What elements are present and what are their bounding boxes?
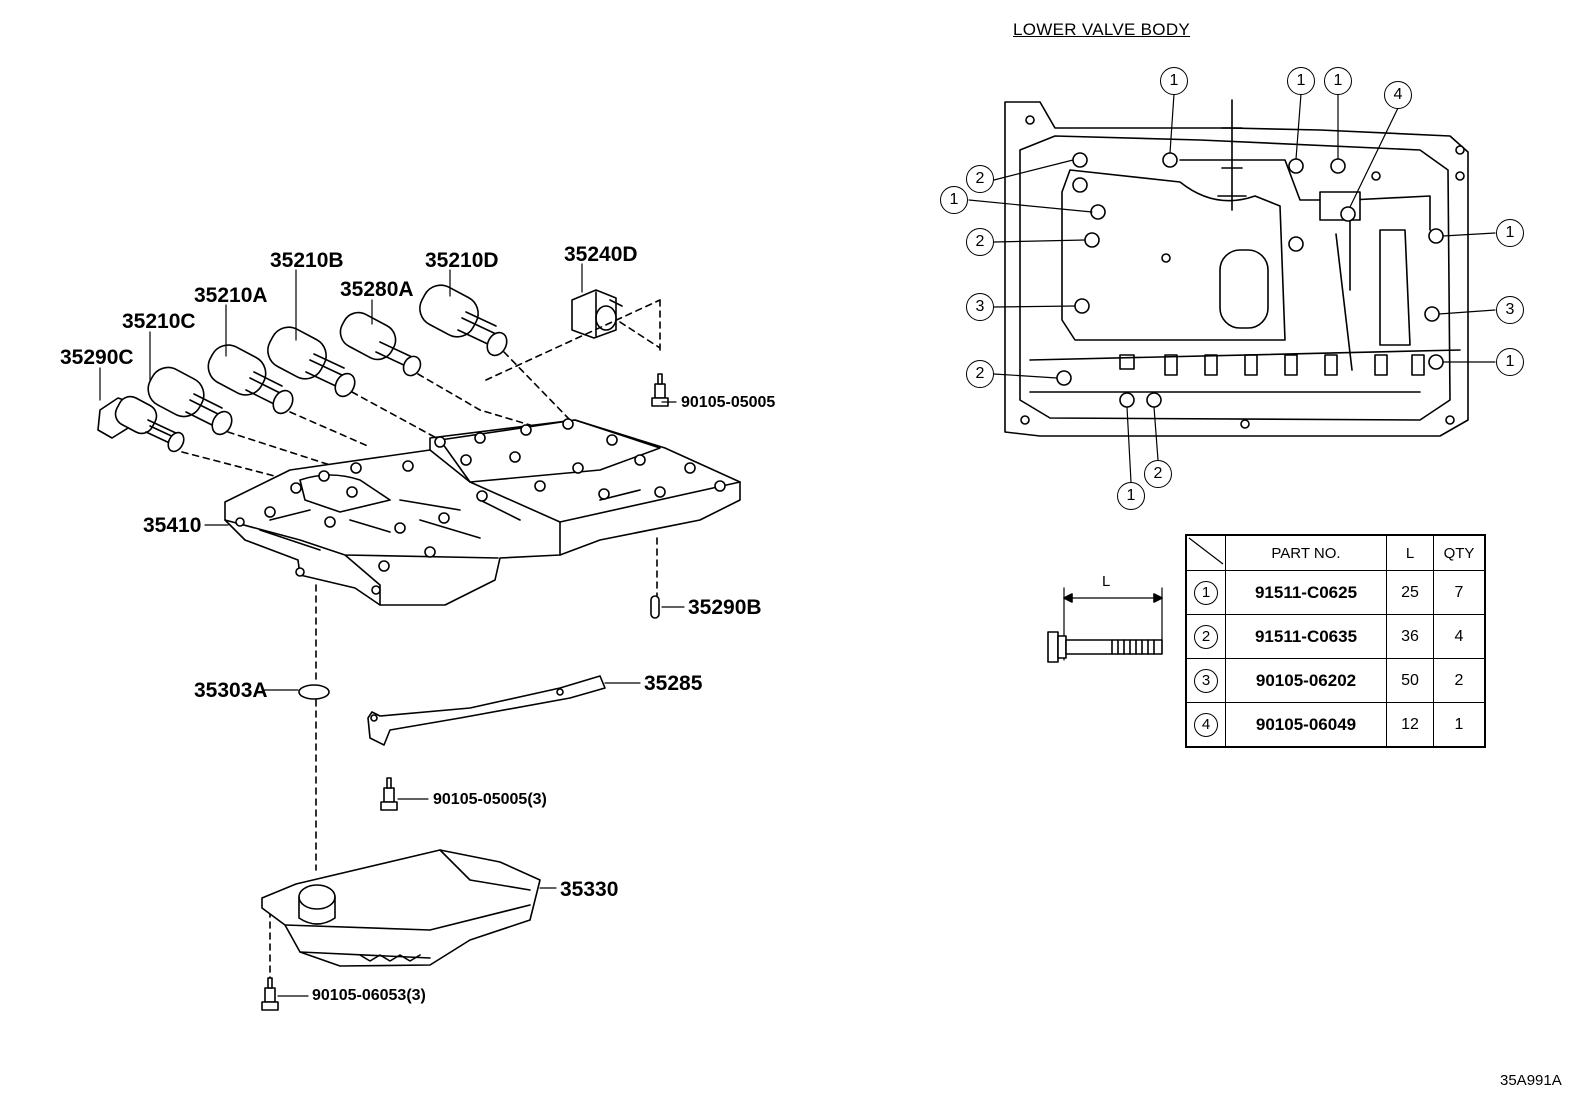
label-leaders	[99, 263, 685, 997]
valve-body-35410	[224, 418, 741, 606]
row-length: 36	[1386, 614, 1434, 659]
lvb-connectors	[1119, 354, 1425, 376]
callout-bolt-4-top: 4	[1384, 81, 1412, 109]
row-part-no: 91511-C0625	[1225, 570, 1387, 615]
row-qty: 7	[1433, 570, 1486, 615]
row-mark-circle: 2	[1194, 624, 1218, 649]
part-label-35410: 35410	[143, 514, 202, 537]
callout-bolt-1-right-b: 1	[1496, 348, 1524, 376]
table-header-row: PART NO. L QTY	[1185, 534, 1486, 571]
row-mark: 2	[1185, 614, 1226, 659]
row-mark: 3	[1185, 658, 1226, 703]
row-qty: 1	[1433, 702, 1486, 748]
part-label-35290b: 35290B	[688, 596, 762, 619]
solenoid-35210b	[267, 326, 356, 398]
part-label-35210b: 35210B	[270, 249, 344, 272]
row-mark-circle: 1	[1194, 580, 1218, 605]
row-qty: 4	[1433, 614, 1486, 659]
callout-bolt-3-right: 3	[1496, 296, 1524, 324]
callout-bolt-2-bottom: 2	[1144, 460, 1172, 488]
strainer-35330	[261, 849, 541, 967]
part-label-bolt-90105-05005-3: 90105-05005(3)	[433, 791, 547, 808]
row-part-no: 90105-06202	[1225, 658, 1387, 703]
row-part-no: 91511-C0635	[1225, 614, 1387, 659]
solenoid-35240d	[571, 289, 623, 339]
callout-bolt-1-left: 1	[940, 186, 968, 214]
part-label-35280a: 35280A	[340, 278, 414, 301]
row-qty: 2	[1433, 658, 1486, 703]
callout-leaders	[968, 93, 1496, 483]
row-mark-circle: 4	[1194, 712, 1218, 737]
valve-body-bolts	[235, 418, 726, 595]
solenoid-35210a	[207, 344, 294, 415]
row-mark: 1	[1185, 570, 1226, 615]
part-label-35210d: 35210D	[425, 249, 499, 272]
solenoid-35210c	[147, 366, 233, 436]
callout-bolt-2-left-b: 2	[966, 228, 994, 256]
part-label-35240d: 35240D	[564, 243, 638, 266]
diagram-title: LOWER VALVE BODY	[1013, 20, 1191, 39]
bolt-spec-table: PART NO. L QTY 1 91511-C0625 25 7 2 9151…	[1185, 534, 1486, 748]
bolt-length-label: L	[1102, 573, 1111, 590]
row-length: 12	[1386, 702, 1434, 748]
solenoid-35280a	[339, 311, 422, 377]
part-label-35285: 35285	[644, 672, 703, 695]
callout-bolt-1-top-c: 1	[1324, 67, 1352, 95]
table-row: 3 90105-06202 50 2	[1185, 658, 1486, 703]
pin-35290b	[650, 595, 660, 619]
row-mark: 4	[1185, 702, 1226, 748]
callout-bolt-3-left: 3	[966, 293, 994, 321]
header-qty: QTY	[1433, 534, 1486, 571]
bolt-90105-06053-3	[261, 977, 279, 1011]
table-row: 4 90105-06049 12 1	[1185, 702, 1486, 748]
plate-35285	[367, 675, 606, 746]
part-label-35210a: 35210A	[194, 284, 268, 307]
header-part-no: PART NO.	[1225, 534, 1387, 571]
row-mark-circle: 3	[1194, 668, 1218, 693]
table-corner-cell	[1185, 534, 1226, 571]
part-label-35303a: 35303A	[194, 679, 268, 702]
table-row: 1 91511-C0625 25 7	[1185, 570, 1486, 615]
bolt-90105-05005-top	[651, 373, 669, 407]
callout-bolt-1-top-a: 1	[1160, 67, 1188, 95]
row-length: 50	[1386, 658, 1434, 703]
figure-code: 35A991A	[1500, 1072, 1562, 1089]
row-part-no: 90105-06049	[1225, 702, 1387, 748]
bolt-90105-05005-3	[380, 777, 398, 811]
row-length: 25	[1386, 570, 1434, 615]
callout-bolt-2-left-c: 2	[966, 360, 994, 388]
lvb-bolt-holes	[1020, 115, 1465, 429]
header-length: L	[1386, 534, 1434, 571]
lower-valve-body-view	[1004, 99, 1469, 437]
bolt-length-drawing	[1047, 587, 1163, 663]
solenoid-35290c	[97, 395, 185, 453]
part-label-35210c: 35210C	[122, 310, 196, 333]
diagonal-slash-icon	[1188, 537, 1224, 565]
table-row: 2 91511-C0635 36 4	[1185, 614, 1486, 659]
callout-bolt-1-bottom: 1	[1117, 482, 1145, 510]
solenoid-35210d	[419, 284, 508, 357]
callout-bolt-1-right-a: 1	[1496, 219, 1524, 247]
part-label-35290c: 35290C	[60, 346, 134, 369]
o-ring-35303a	[298, 684, 330, 700]
callout-bolt-2-left-a: 2	[966, 165, 994, 193]
part-label-bolt-90105-06053-3: 90105-06053(3)	[312, 987, 426, 1004]
part-label-35330: 35330	[560, 878, 619, 901]
part-label-bolt-90105-05005: 90105-05005	[681, 394, 776, 411]
callout-bolt-1-top-b: 1	[1287, 67, 1315, 95]
